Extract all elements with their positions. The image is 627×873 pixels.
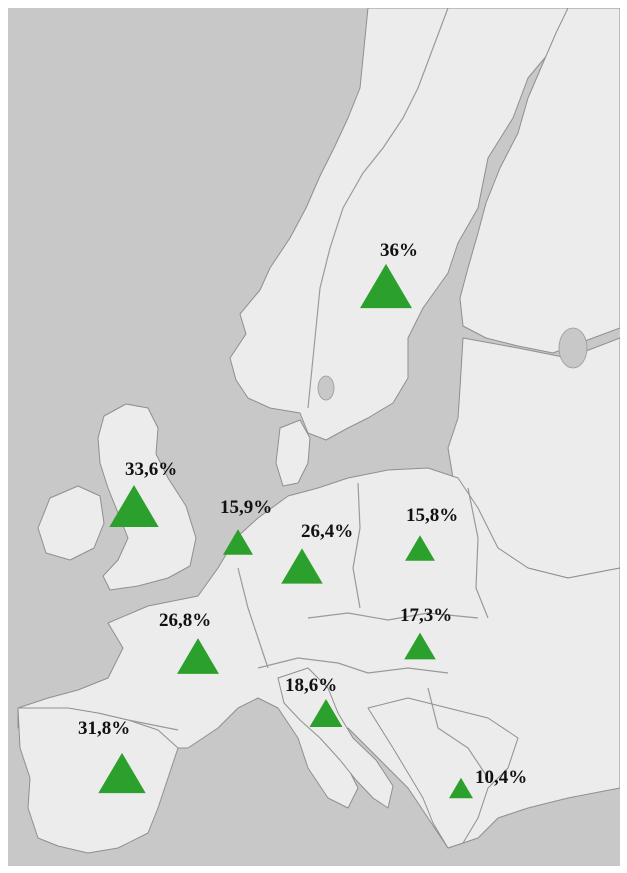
marker-label: 15,8% bbox=[406, 505, 459, 526]
marker-label: 36% bbox=[380, 240, 418, 261]
land-iberia bbox=[17, 707, 179, 854]
marker-label: 26,4% bbox=[301, 521, 354, 542]
marker-label: 31,8% bbox=[78, 718, 131, 739]
border-balkan bbox=[427, 687, 489, 779]
marker-triangle-icon bbox=[404, 632, 436, 660]
marker-label: 18,6% bbox=[285, 675, 338, 696]
marker-triangle-icon bbox=[222, 529, 254, 555]
border-central bbox=[307, 612, 479, 621]
land-ireland bbox=[37, 485, 105, 561]
lake-vanern bbox=[317, 375, 335, 401]
marker-label: 17,3% bbox=[400, 605, 453, 626]
border-poland-east bbox=[467, 487, 489, 619]
border-germany-poland bbox=[352, 482, 361, 609]
land-great-britain bbox=[97, 403, 197, 591]
marker-triangle-icon bbox=[449, 777, 473, 799]
marker-layer bbox=[98, 263, 473, 799]
land-balkans bbox=[367, 697, 519, 849]
land-denmark bbox=[275, 419, 311, 487]
map-frame: 36% 33,6% 15,9% 26,4% 15,8% 26,8% 17,3% 18,6% 31… bbox=[8, 8, 620, 866]
marker-label: 15,9% bbox=[220, 497, 273, 518]
marker-label: 33,6% bbox=[125, 459, 178, 480]
marker-triangle-icon bbox=[405, 535, 435, 561]
marker-triangle-icon bbox=[109, 485, 159, 527]
border-spain-france bbox=[127, 719, 179, 731]
marker-label: 26,8% bbox=[159, 610, 212, 631]
land-finland bbox=[459, 8, 620, 354]
lake-ladoga bbox=[558, 327, 588, 369]
marker-triangle-icon bbox=[281, 548, 323, 584]
border-france-germany bbox=[237, 567, 269, 669]
marker-triangle-icon bbox=[98, 752, 146, 794]
border-alps bbox=[257, 657, 449, 674]
marker-triangle-icon bbox=[177, 638, 219, 674]
land-italy bbox=[277, 667, 394, 809]
border-norway-sweden bbox=[307, 8, 449, 409]
europe-map bbox=[17, 8, 620, 854]
marker-triangle-icon bbox=[309, 698, 343, 728]
marker-triangle-icon bbox=[360, 263, 412, 309]
marker-label: 10,4% bbox=[475, 767, 528, 788]
land-scandinavia bbox=[229, 8, 569, 441]
